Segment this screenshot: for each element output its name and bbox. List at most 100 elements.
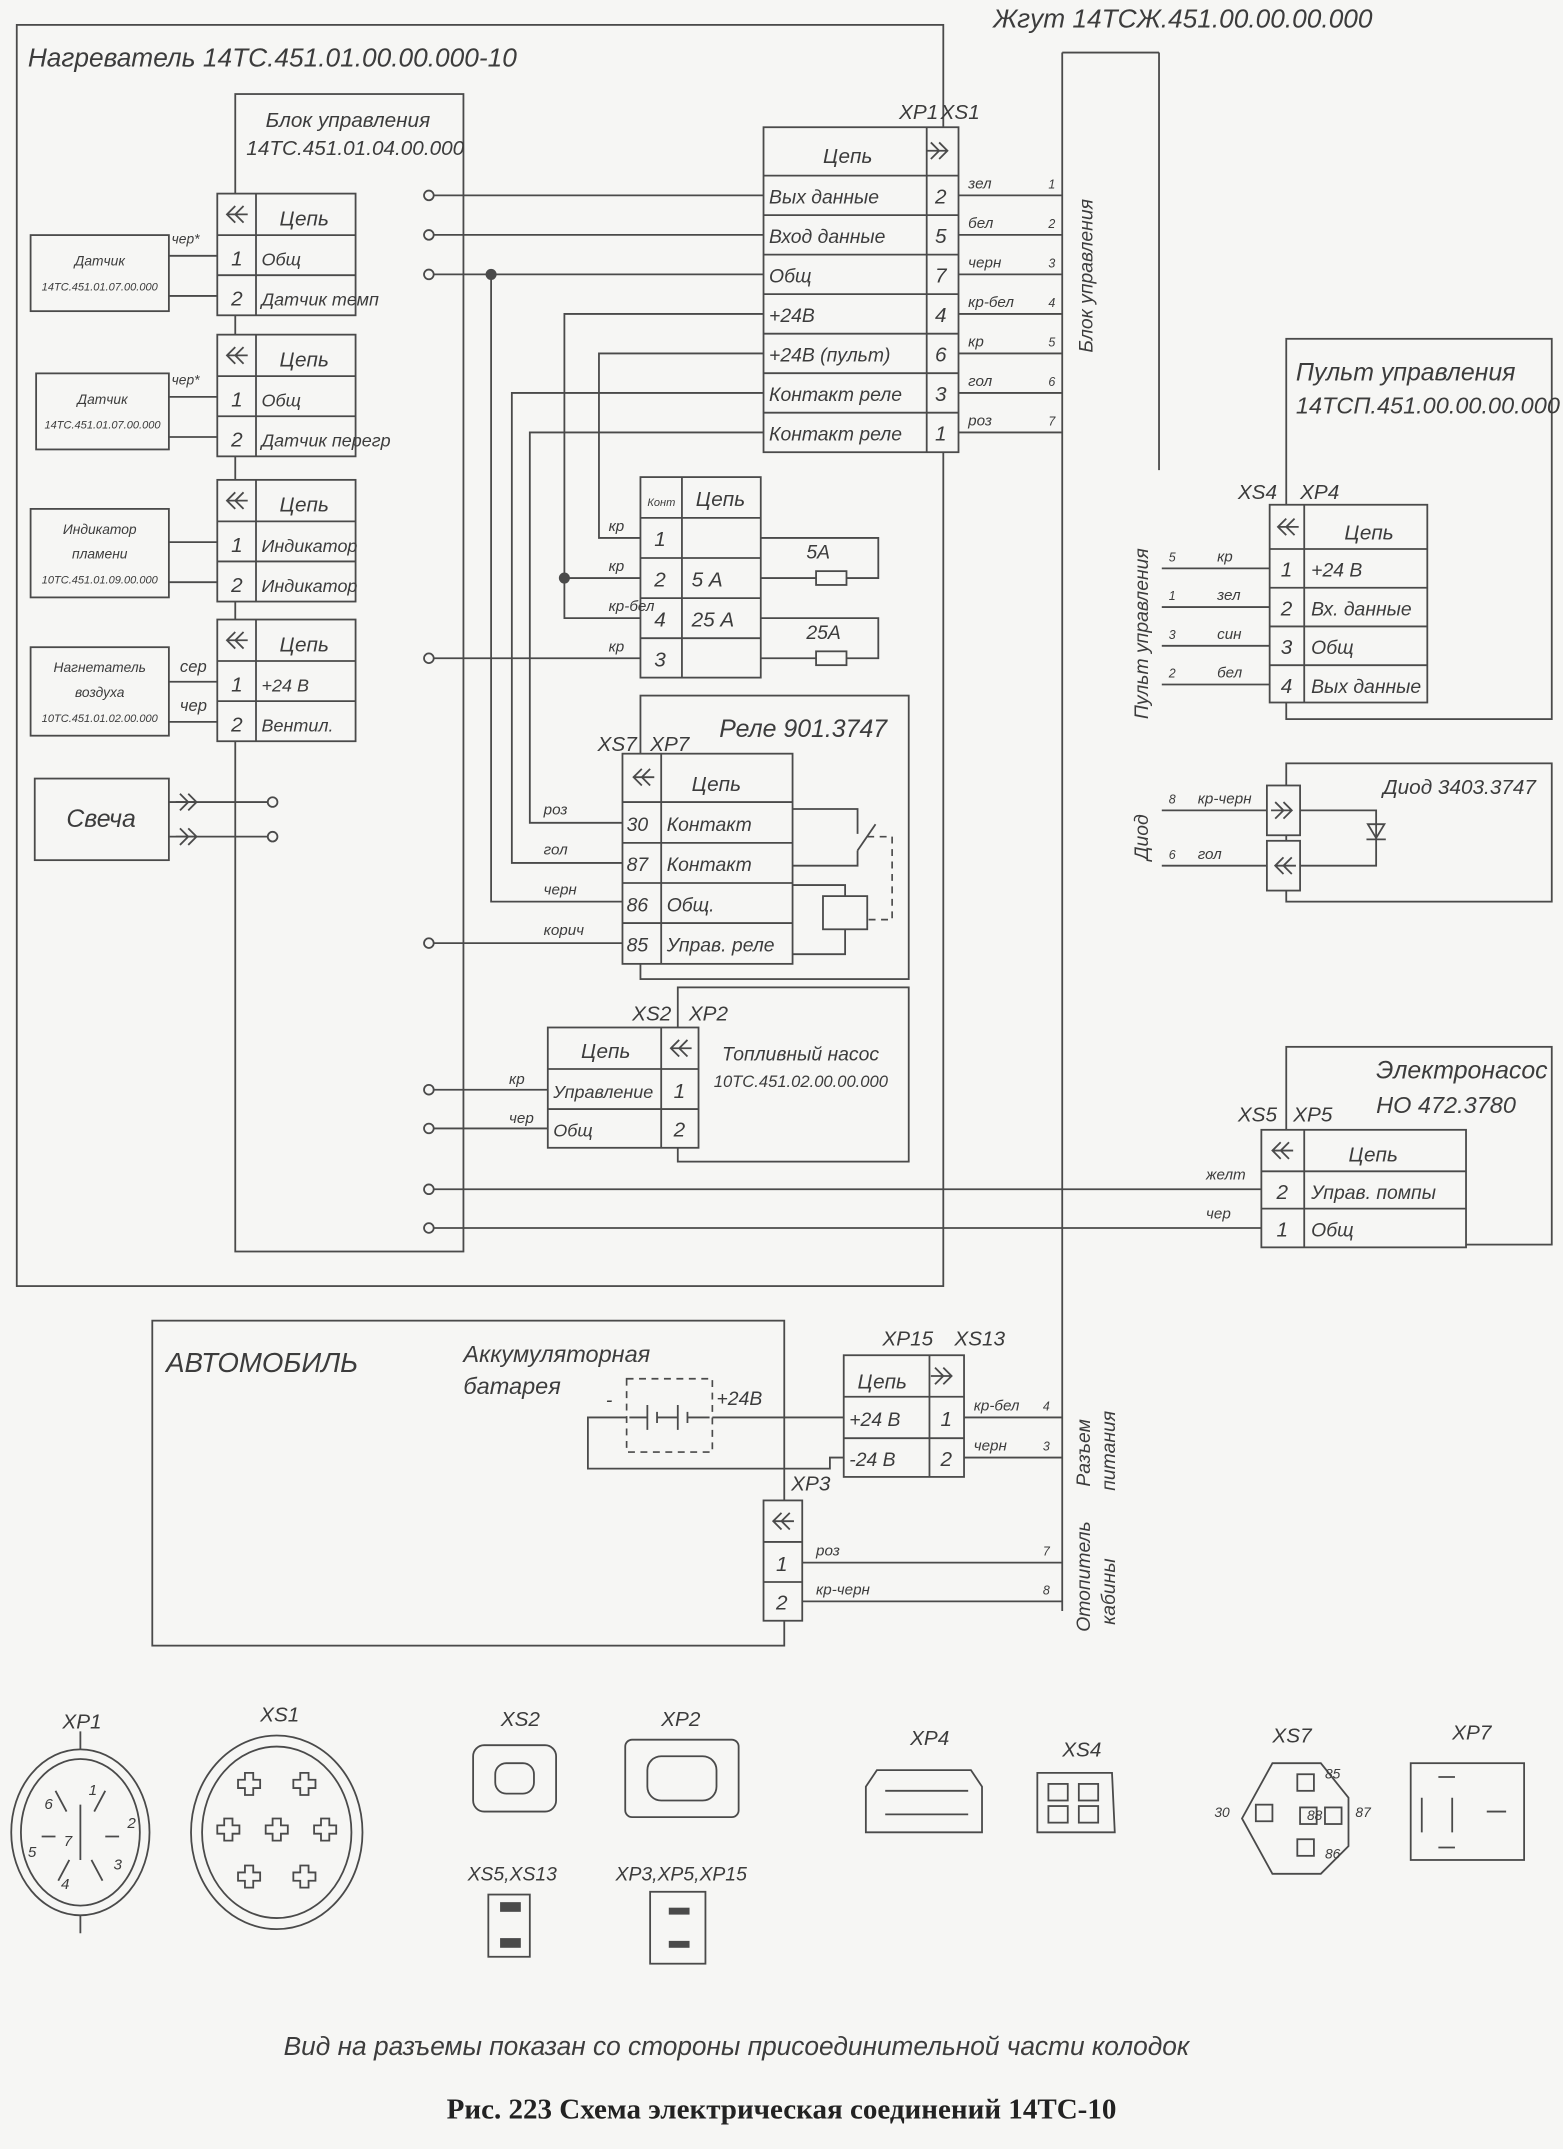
- xp3-view-pin: [668, 1940, 690, 1948]
- spark-plug-name: Свеча: [66, 805, 136, 833]
- relay-circuit: Контакт: [667, 854, 752, 876]
- wire-color-label: чер: [180, 696, 207, 715]
- wire-number: 7: [1048, 415, 1056, 429]
- table-header-circuit: Цепь: [581, 1040, 630, 1063]
- relay-circuit: Общ.: [667, 894, 715, 916]
- xs5-view-outline: [487, 1893, 531, 1958]
- relay-circuit: Управ. реле: [666, 934, 775, 956]
- xp1-pin: 3: [935, 383, 947, 406]
- wire-color-label: черн: [544, 882, 578, 899]
- wire-color-label: чер*: [172, 371, 201, 387]
- xs7-view-outline: [1240, 1762, 1350, 1875]
- wire-color-label: зел: [1216, 587, 1241, 604]
- xp1-pin-number: 4: [61, 1876, 69, 1893]
- table-header-circuit: Цепь: [696, 488, 745, 511]
- xp4-view-outline: [864, 1769, 983, 1834]
- relay-pin: 85: [627, 934, 649, 956]
- relay-title: Реле 901.3747: [719, 715, 888, 743]
- xs7-view-pin: [1254, 1803, 1274, 1823]
- view-label-xs1: XS1: [259, 1704, 299, 1727]
- table-header-pin: Конт: [647, 497, 675, 509]
- fuel-pump-code: 10ТС.451.02.00.00.000: [714, 1072, 889, 1091]
- wire-number: 2: [1168, 667, 1176, 681]
- component-name: Датчик: [73, 253, 126, 269]
- xp7-view-outline: [1409, 1762, 1526, 1861]
- pin-circuit: Датчик перегр: [260, 431, 391, 451]
- harness-label-control: Блок управления: [1076, 199, 1098, 353]
- wire: [490, 274, 623, 903]
- harness-label-power: питания: [1098, 1411, 1120, 1491]
- xp15-label: XP15: [881, 1328, 933, 1351]
- plug-connector-icon: [1271, 801, 1294, 820]
- component-code: 10ТС.451.01.09.00.000: [42, 575, 159, 587]
- xs7-label: XS7: [597, 733, 639, 756]
- plug-connector-icon: [926, 141, 949, 160]
- xp1-pin: 7: [935, 265, 948, 288]
- view-label-xs7: XS7: [1271, 1724, 1313, 1747]
- wire-color-label: кр: [968, 334, 984, 351]
- xp15-pin: 1: [941, 1408, 953, 1431]
- terminal: [423, 1083, 435, 1096]
- control-panel-table: [1268, 503, 1429, 704]
- relay-pin: 86: [627, 894, 649, 916]
- view-label-xp1: XP1: [61, 1711, 101, 1734]
- fuel-pump-pin: 2: [673, 1119, 686, 1142]
- electropump-title: Электронасос: [1376, 1057, 1548, 1085]
- wire: [528, 431, 764, 824]
- sensor_overheat-box: [35, 372, 170, 451]
- spark-plug-box: [33, 777, 170, 862]
- fuse-wire: [760, 617, 880, 660]
- socket-connector-icon: [225, 205, 248, 224]
- xp1-pin-number: 1: [89, 1782, 97, 1799]
- battery-minus: -: [606, 1389, 613, 1411]
- pin-circuit: Общ: [262, 250, 301, 270]
- xs7-view-pin: [1296, 1838, 1315, 1857]
- xp15-pin: 2: [940, 1448, 953, 1471]
- xp1-view-pins: [41, 1790, 120, 1882]
- xs1-view-outline: [190, 1734, 364, 1931]
- xp3-pin: 2: [775, 1592, 788, 1615]
- relay-contact-wire: [792, 808, 859, 834]
- relay-circuit: Контакт: [667, 814, 752, 836]
- wire-color-label: роз: [543, 802, 568, 819]
- wire-color-label: кр-черн: [816, 1581, 870, 1598]
- pin-number: 1: [231, 389, 243, 412]
- socket-connector-icon: [225, 346, 248, 365]
- xp1-pin: 2: [934, 186, 947, 209]
- fuse-rating: 5А: [806, 542, 830, 564]
- wire: [598, 352, 764, 539]
- wire-number: 4: [1043, 1400, 1050, 1414]
- xs1-pin-icon: [237, 1864, 262, 1889]
- fuse-pin: 3: [654, 649, 666, 672]
- wire-color-label: кр: [609, 638, 625, 655]
- view-label-xp4: XP4: [909, 1727, 949, 1750]
- xs2-label: XS2: [631, 1003, 672, 1026]
- component-code: 10ТС.451.01.02.00.000: [42, 713, 159, 725]
- xp15-circuit: +24 В: [849, 1409, 900, 1431]
- xs4-label: XS4: [1237, 481, 1277, 504]
- fuel-pump-pin: 1: [674, 1080, 686, 1103]
- wire-color-label: гол: [544, 842, 568, 859]
- xp2-label: XP2: [688, 1003, 729, 1026]
- harness-label-cab: кабины: [1098, 1558, 1120, 1624]
- wire-color-label: чер: [1206, 1205, 1231, 1222]
- xs7-view-pin: [1324, 1806, 1343, 1825]
- wire-color-label: желт: [1205, 1167, 1246, 1184]
- xp7-label: XP7: [649, 733, 691, 756]
- xp1-pin: 6: [935, 344, 947, 367]
- xs1-pin-icon: [264, 1817, 289, 1842]
- xs4-view-outline: [1036, 1771, 1116, 1834]
- xs5-label: XS5: [1237, 1104, 1278, 1127]
- wire-color-label: бел: [968, 215, 994, 232]
- fuse-wire: [760, 537, 880, 579]
- wire-number: 1: [1048, 177, 1055, 191]
- plug-connector-icon: [930, 1367, 953, 1385]
- pin-number: 1: [231, 248, 243, 271]
- pin-circuit: +24 В: [262, 675, 309, 695]
- diode-title: Диод 3403.3747: [1381, 776, 1537, 799]
- fuel-pump-box: [676, 986, 910, 1163]
- socket-connector-icon: [1276, 517, 1299, 536]
- wire-color-label: роз: [967, 413, 992, 430]
- fuse-circuit: 5 А: [692, 568, 723, 591]
